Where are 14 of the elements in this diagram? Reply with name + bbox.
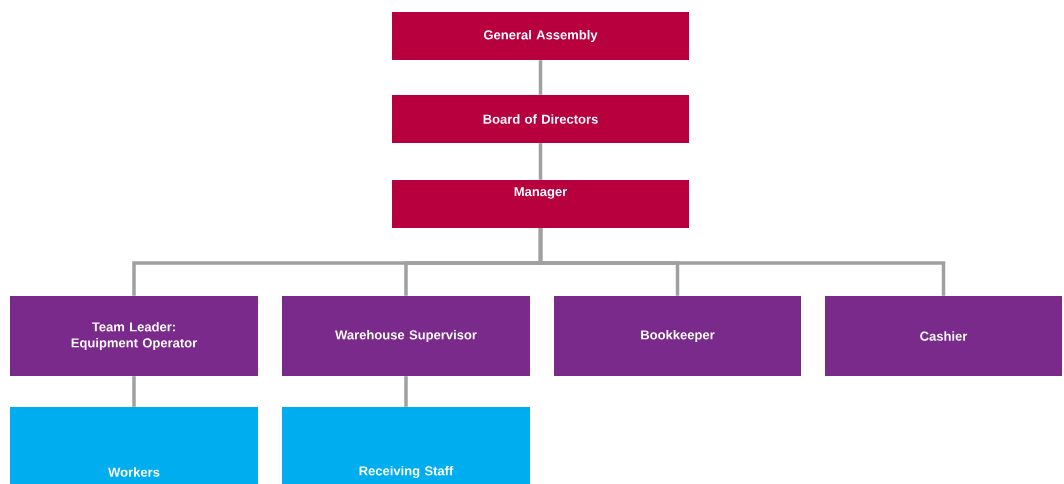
org-box: Workers	[10, 407, 258, 484]
connector-line	[538, 143, 543, 180]
org-box: Receiving Staff	[282, 407, 530, 484]
connector-line	[538, 228, 946, 296]
org-box: Bookkeeper	[554, 296, 801, 376]
org-box: Team Leader: Equipment Operator	[10, 296, 258, 376]
org-box: Board of Directors	[392, 95, 689, 143]
connector-line	[404, 376, 408, 407]
connector-line	[538, 60, 543, 95]
connector-line	[132, 376, 136, 407]
org-box: Warehouse Supervisor	[282, 296, 530, 376]
org-box: Cashier	[825, 296, 1062, 376]
org-box: General Assembly	[392, 12, 689, 60]
org-box: Manager	[392, 180, 689, 228]
